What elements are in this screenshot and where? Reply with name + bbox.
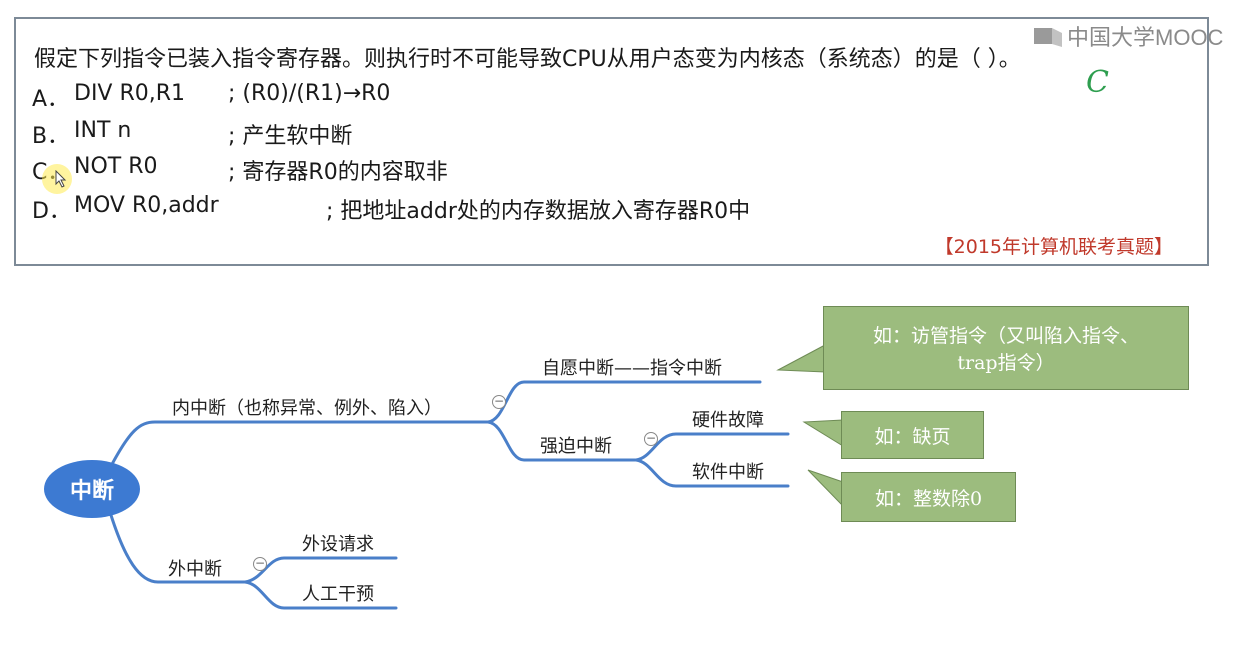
option-d-comment: ; 把地址addr处的内存数据放入寄存器R0中	[326, 199, 751, 224]
option-b-letter: B．	[32, 124, 70, 149]
branch-sw-line	[634, 458, 790, 488]
exam-source: 【2015年计算机联考真题】	[934, 236, 1173, 258]
option-a-instr: DIV R0,R1	[74, 81, 186, 106]
callout-pagefault-pointer	[802, 419, 844, 447]
option-b-instr: INT n	[74, 118, 132, 143]
option-b-comment: ; 产生软中断	[228, 124, 353, 149]
mooc-logo: 中国大学MOOC	[1033, 20, 1223, 52]
branch-voluntary-line	[486, 380, 762, 424]
branch-external-line	[108, 510, 247, 584]
collapse-forced-icon[interactable]: −	[644, 431, 658, 446]
node-voluntary-interrupt: 自愿中断——指令中断	[542, 358, 722, 379]
node-internal-interrupt: 内中断（也称异常、例外、陷入）	[172, 398, 442, 419]
handwritten-answer: C	[1086, 65, 1109, 100]
callout-trap-instruction: 如：访管指令（又叫陷入指令、 trap指令）	[823, 306, 1189, 390]
branch-internal-line	[108, 420, 490, 470]
collapse-external-icon[interactable]: −	[253, 556, 267, 571]
callout-trap-line1: 如：访管指令（又叫陷入指令、	[872, 325, 1139, 347]
option-d-letter: D．	[32, 199, 71, 224]
mooc-logo-text: 中国大学MOOC	[1067, 25, 1224, 50]
option-d-instr: MOV R0,addr	[74, 193, 219, 218]
node-software-interrupt: 软件中断	[692, 462, 764, 483]
question-box: 假定下列指令已装入指令寄存器。则执行时不可能导致CPU从用户态变为内核态（系统态…	[14, 17, 1209, 266]
node-peripheral-request: 外设请求	[302, 534, 374, 555]
node-manual-intervention: 人工干预	[302, 584, 374, 605]
cursor-icon	[55, 170, 67, 188]
option-a-letter: A．	[32, 87, 70, 112]
mooc-logo-icon	[1033, 25, 1063, 47]
branch-forced-line	[486, 420, 638, 462]
root-node-interrupt: 中断	[44, 460, 140, 518]
callout-div0-pointer	[807, 469, 844, 508]
node-external-interrupt: 外中断	[168, 559, 222, 580]
collapse-internal-icon[interactable]: −	[492, 394, 506, 409]
callout-divide-by-zero: 如：整数除0	[841, 472, 1016, 522]
callout-trap-line2: trap指令）	[957, 352, 1055, 374]
callout-trap-pointer	[776, 344, 826, 373]
branch-hw-line	[634, 432, 790, 462]
callout-page-fault: 如：缺页	[841, 411, 984, 459]
branch-peripheral-line	[243, 556, 398, 584]
node-forced-interrupt: 强迫中断	[540, 436, 612, 457]
option-a-comment: ; (R0)/(R1)→R0	[228, 81, 391, 106]
question-text: 假定下列指令已装入指令寄存器。则执行时不可能导致CPU从用户态变为内核态（系统态…	[34, 47, 1021, 72]
option-c-instr: NOT R0	[74, 154, 158, 179]
node-hardware-fault: 硬件故障	[692, 410, 764, 431]
branch-manual-line	[243, 580, 398, 610]
option-c-comment: ; 寄存器R0的内容取非	[228, 160, 448, 185]
